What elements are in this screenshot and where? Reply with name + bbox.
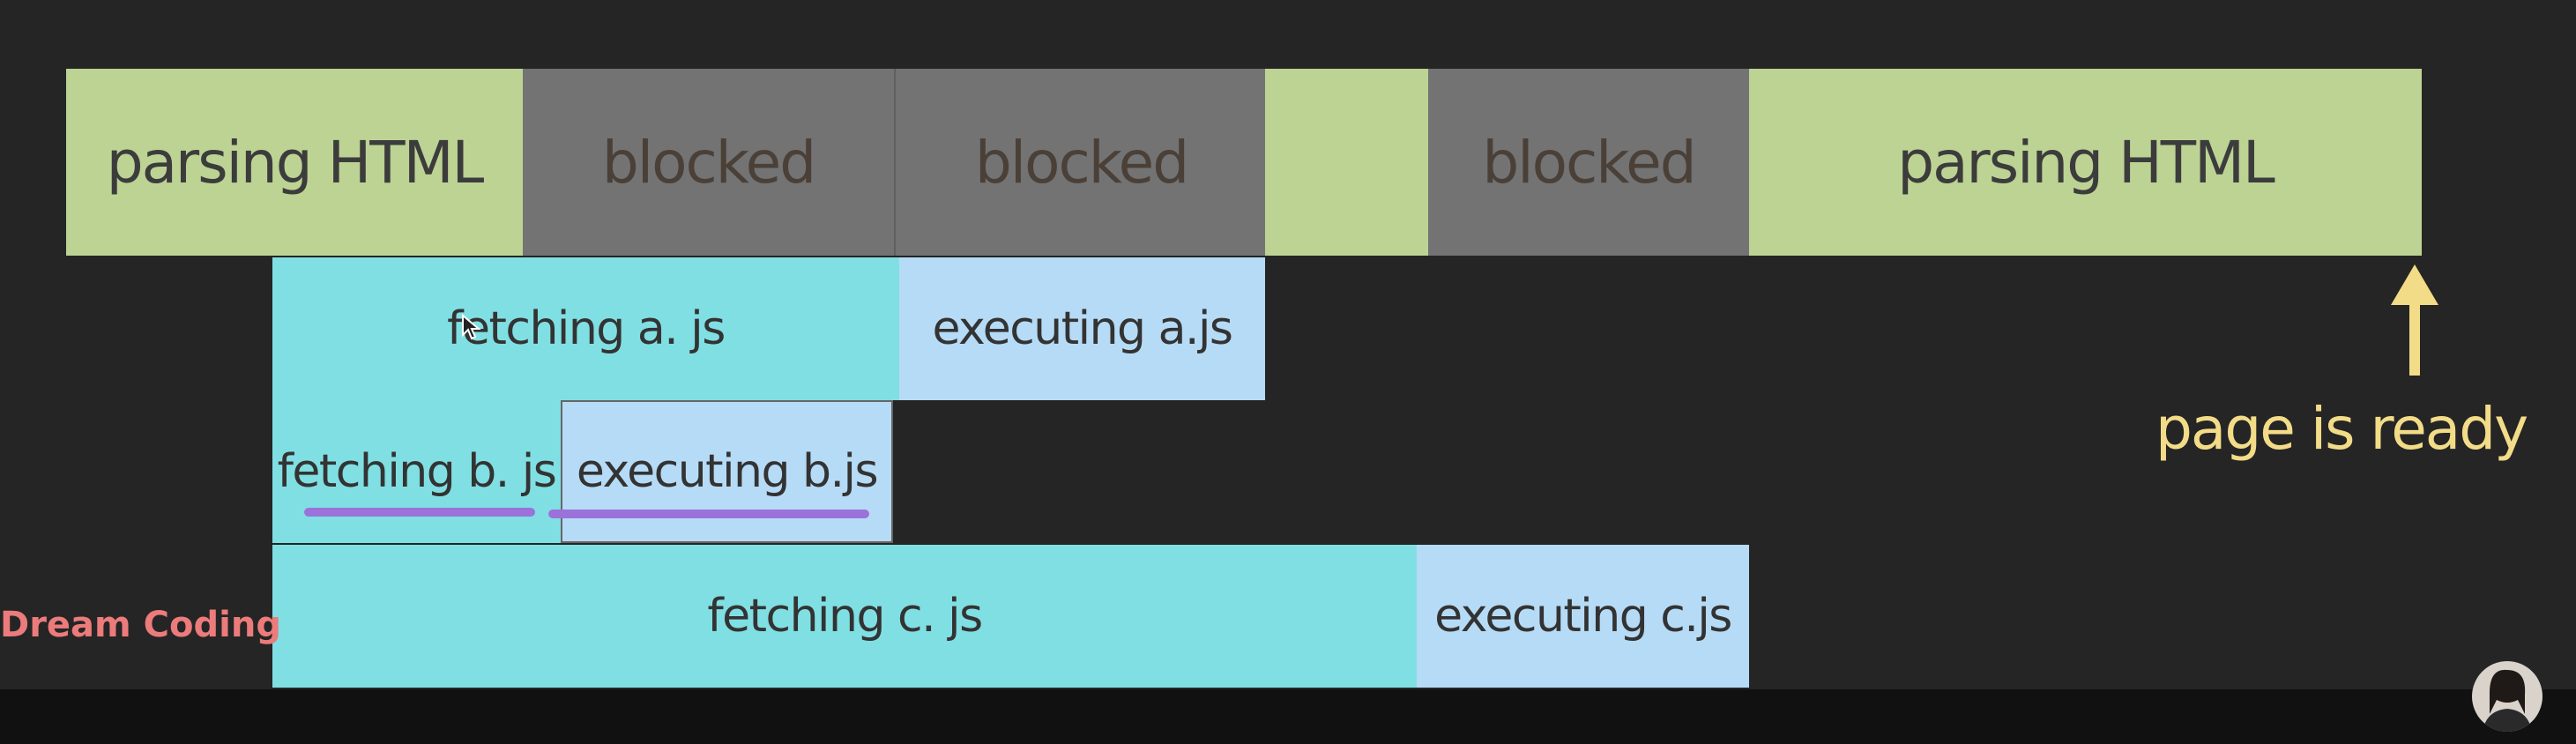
blocked-segment: blocked [894, 69, 1267, 256]
parsing-html-segment [1265, 69, 1428, 256]
blocked-segment: blocked [523, 69, 894, 256]
executing-c-segment: executing c.js [1417, 545, 1749, 688]
blocked-segment: blocked [1428, 69, 1749, 256]
parsing-html-segment: parsing HTML [1749, 69, 2422, 256]
page-ready-label: page is ready [2155, 395, 2528, 463]
fetching-a-segment: fetching a. js [272, 257, 899, 400]
underline-fetching-b [304, 508, 535, 517]
up-arrow-icon [2391, 264, 2438, 376]
fetching-b-segment: fetching b. js [272, 400, 561, 543]
executing-a-segment: executing a.js [899, 257, 1265, 400]
mouse-pointer-icon [462, 314, 481, 340]
presenter-avatar [2472, 661, 2542, 732]
executing-b-segment: executing b.js [561, 400, 893, 543]
brand-watermark: Dream Coding [0, 605, 281, 645]
fetching-c-segment: fetching c. js [272, 545, 1417, 688]
parsing-html-segment: parsing HTML [66, 69, 523, 256]
underline-executing-b [548, 510, 869, 518]
video-bottom-strip [0, 689, 2576, 744]
